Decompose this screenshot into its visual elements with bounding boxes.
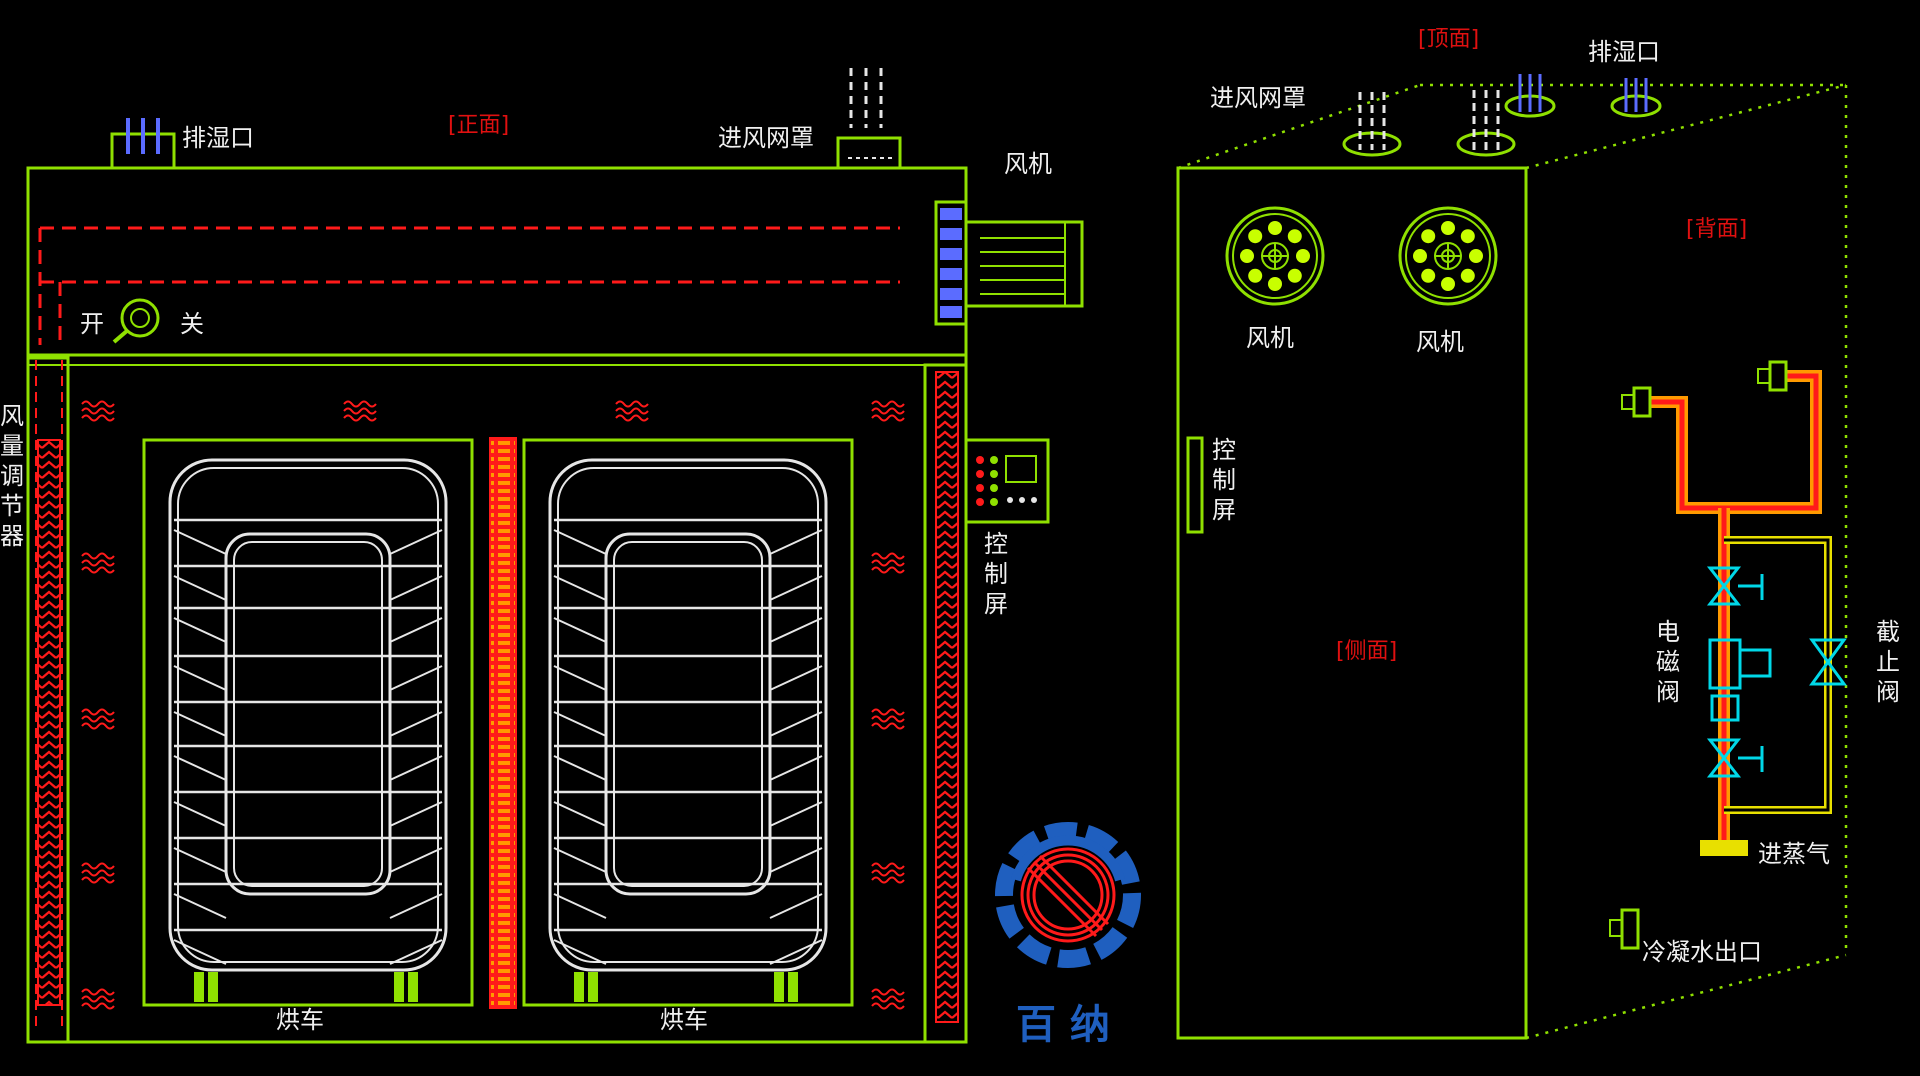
control-front-label: 控制屏 xyxy=(984,530,1008,618)
intake-hood xyxy=(836,136,902,170)
heat-wave-icons xyxy=(81,400,905,1010)
damper-knob-icon xyxy=(112,298,160,344)
side-fan-2-icon xyxy=(1398,206,1498,306)
drying-cart-right xyxy=(522,438,854,1007)
left-heater-coil xyxy=(37,439,61,1006)
top-exhaust-ports xyxy=(1504,74,1662,118)
side-view xyxy=(1176,74,1848,1040)
back-view-label: [背面] xyxy=(1686,217,1747,242)
brand-logo xyxy=(995,822,1141,968)
open-label: 开 xyxy=(80,310,104,338)
steam-piping xyxy=(1609,360,1847,950)
side-fan-1-icon xyxy=(1225,206,1325,306)
exhaust-front-label: 排湿口 xyxy=(182,124,254,152)
fan-impeller xyxy=(934,200,968,326)
side-body xyxy=(1176,166,1528,1040)
intake-air-icon xyxy=(849,68,883,128)
fan-motor xyxy=(964,220,1084,308)
damper-label: 风量调节器 xyxy=(0,402,24,550)
cart-right-label: 烘车 xyxy=(660,1006,708,1034)
solenoid-valve-label: 电磁阀 xyxy=(1656,618,1680,706)
side-fan-2-label: 风机 xyxy=(1416,328,1464,356)
right-heater-coil xyxy=(935,371,959,1023)
valve-icons xyxy=(1706,566,1847,778)
top-intake-hoods xyxy=(1342,90,1516,157)
cart-left-label: 烘车 xyxy=(276,1006,324,1034)
condensate-fitting xyxy=(1620,908,1640,950)
front-view xyxy=(26,68,1084,1044)
exhaust-top-label: 排湿口 xyxy=(1588,38,1660,66)
fan-front-label: 风机 xyxy=(1004,150,1052,178)
text-labels: [正面] [顶面] [背面] [侧面] 排湿口 进风网罩 风机 开 关 烘车 烘… xyxy=(80,27,1830,1034)
stop-valve-label: 截止阀 xyxy=(1876,618,1900,706)
perspective-lines xyxy=(1177,83,1848,1040)
air-duct-lines xyxy=(38,226,900,345)
side-control-screen xyxy=(1186,436,1204,534)
right-heater-frame xyxy=(923,363,968,1044)
condensate-outlet-label: 冷凝水出口 xyxy=(1642,938,1762,966)
exhaust-vapor-icon xyxy=(126,118,160,154)
drying-cart-left xyxy=(142,438,474,1007)
side-view-label: [侧面] xyxy=(1336,639,1397,664)
control-side-label: 控制屏 xyxy=(1212,436,1236,524)
front-control-panel xyxy=(964,438,1050,524)
steam-inlet-fitting xyxy=(1700,840,1748,856)
control-panel-lights xyxy=(976,456,1037,506)
fan-blades xyxy=(940,208,962,318)
intake-front-label: 进风网罩 xyxy=(718,124,814,152)
front-view-label: [正面] xyxy=(448,113,509,138)
left-heater-frame xyxy=(26,356,70,1044)
close-label: 关 xyxy=(180,310,204,338)
side-fan-1-label: 风机 xyxy=(1246,324,1294,352)
middle-heater xyxy=(489,437,517,1009)
logo-text: 百 纳 xyxy=(1016,1002,1110,1048)
steam-inlet-label: 进蒸气 xyxy=(1758,840,1830,868)
top-view-label: [顶面] xyxy=(1418,27,1479,52)
intake-top-label: 进风网罩 xyxy=(1210,84,1306,112)
